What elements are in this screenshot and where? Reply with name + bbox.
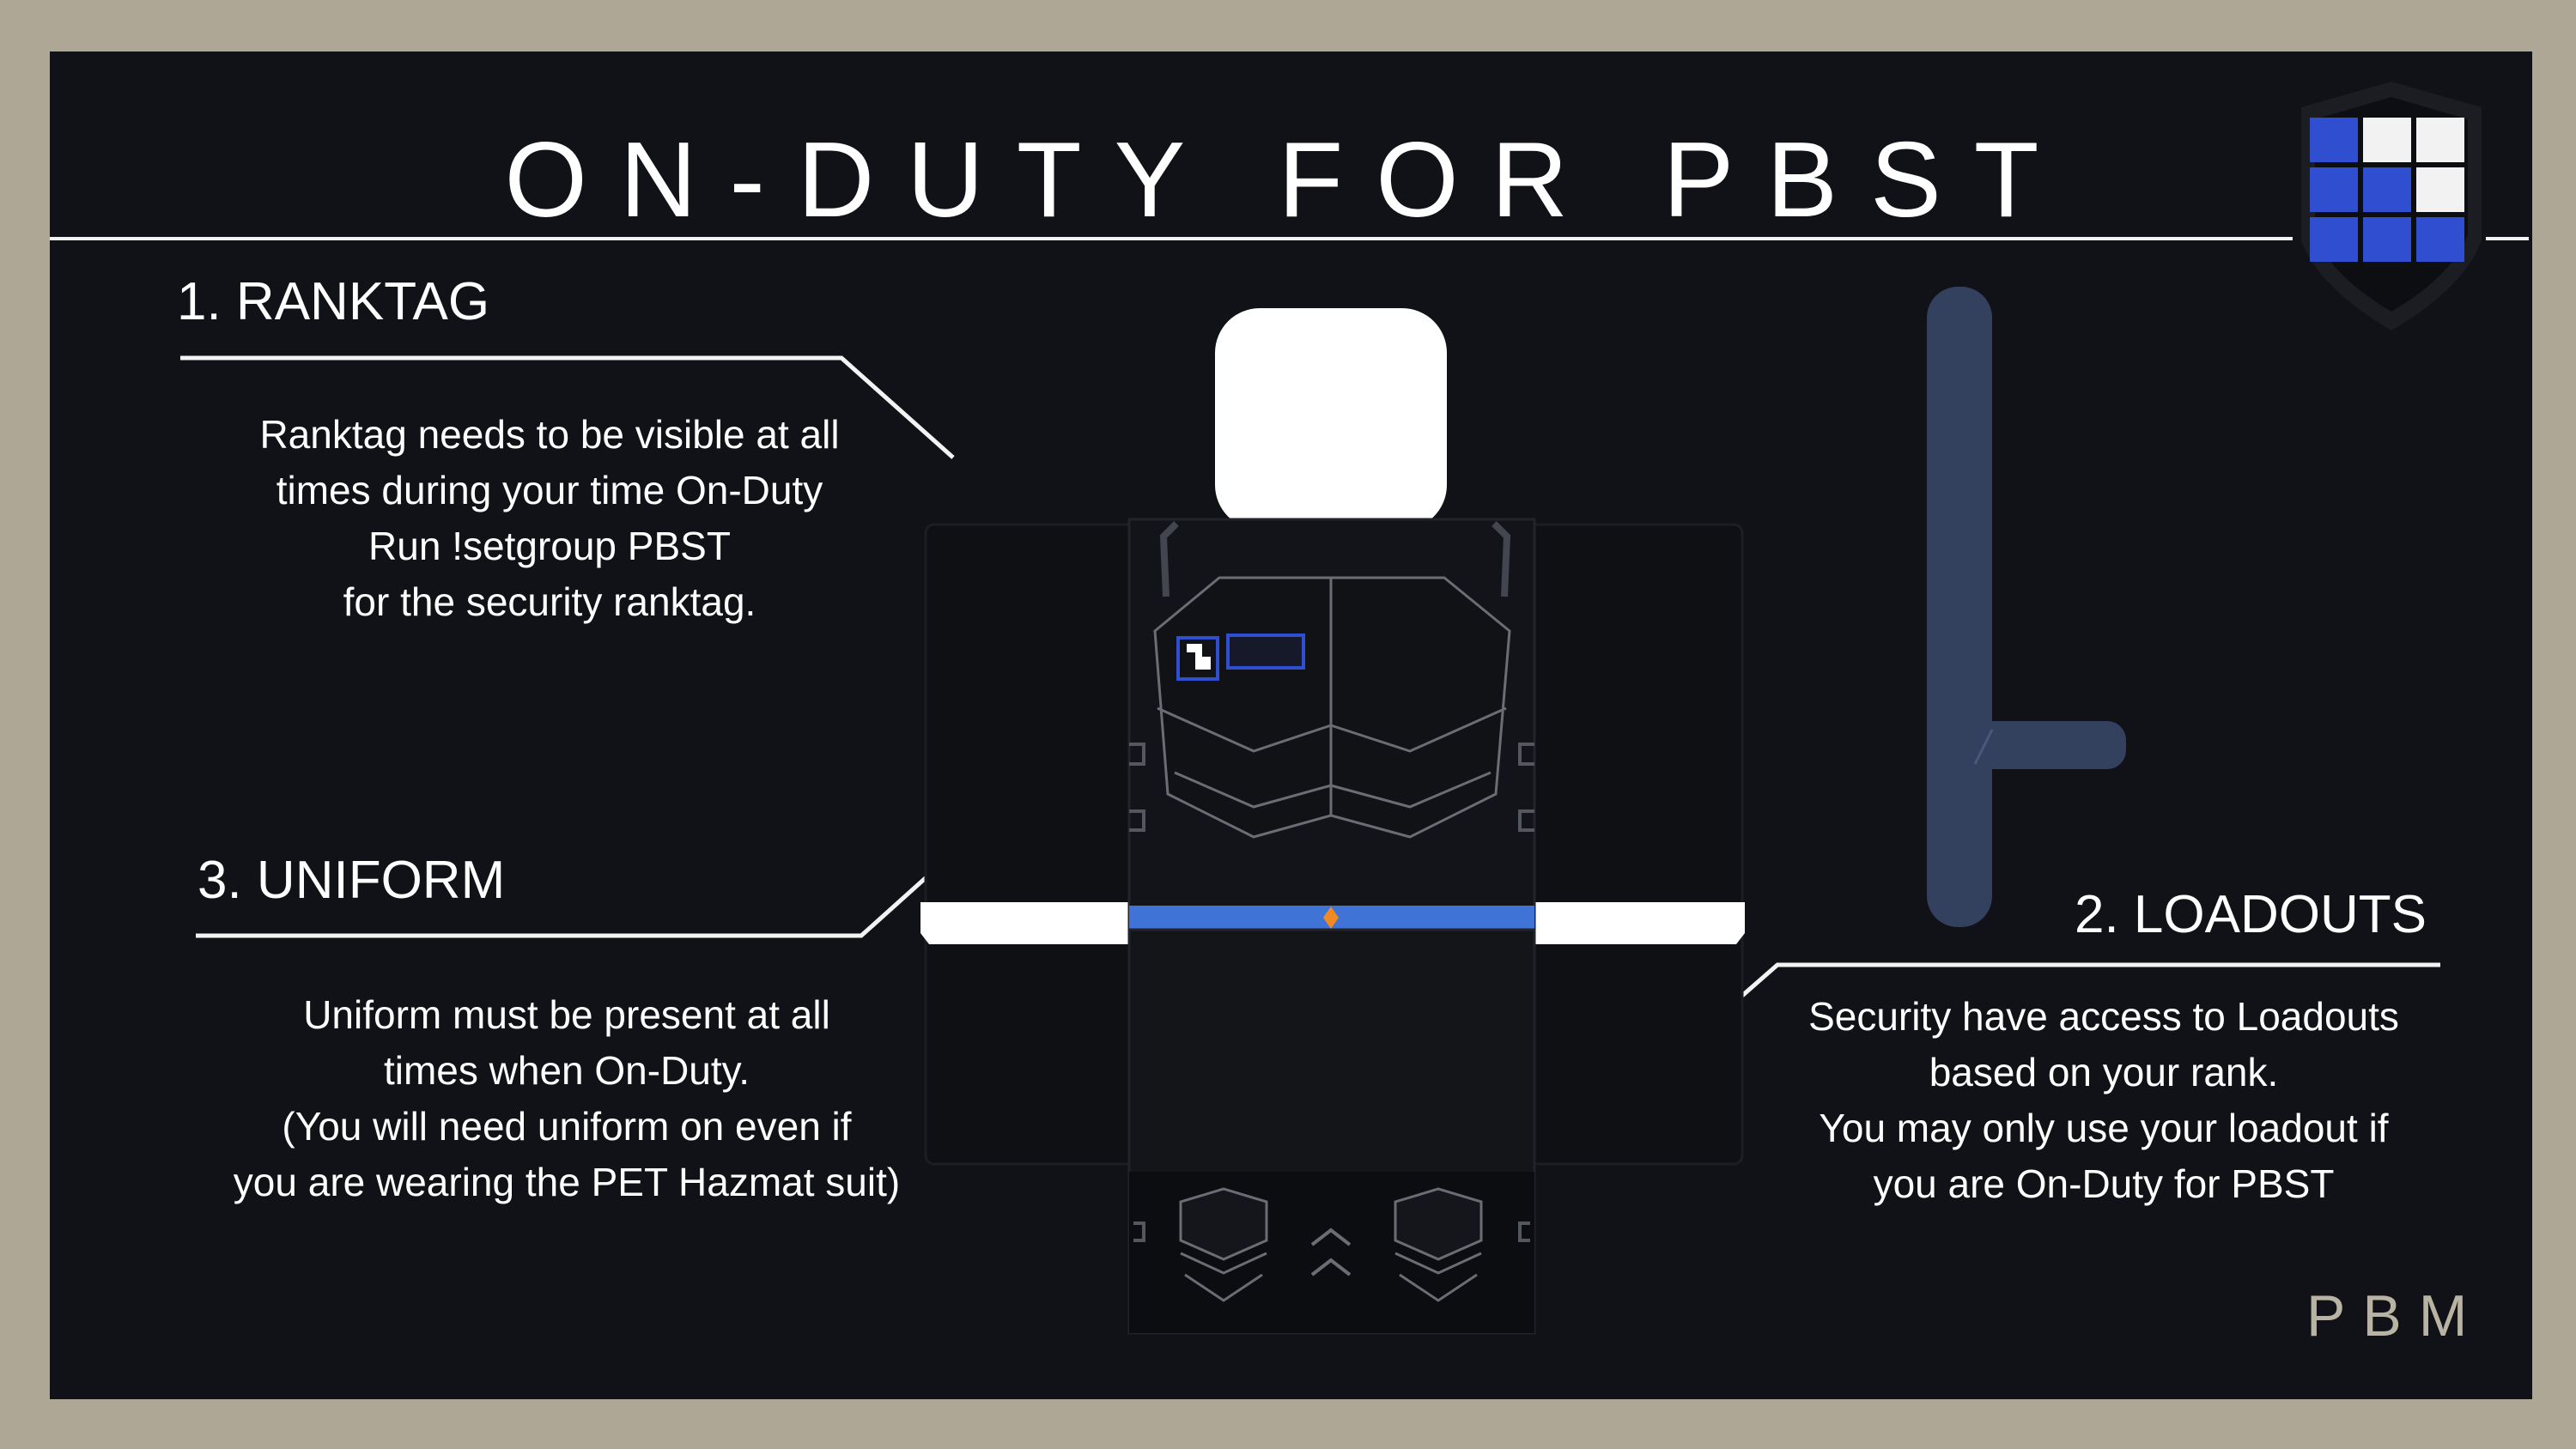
uniform-line: times when On-Duty. (383, 1048, 750, 1093)
figure-left-arm (924, 523, 1138, 1166)
uniform-line: Uniform must be present at all (303, 992, 830, 1037)
section-heading-loadouts: 2. LOADOUTS (2075, 885, 2427, 944)
loadouts-description: Security have access to Loadouts based o… (1752, 989, 2456, 1212)
roblox-security-uniform-figure (920, 308, 1745, 1335)
title-divider (50, 237, 2293, 240)
ranktag-line: times during your time On-Duty (276, 468, 823, 512)
loadouts-line: You may only use your loadout if (1819, 1106, 2389, 1150)
figure-head (1215, 308, 1447, 530)
ranktag-line: Run !setgroup PBST (368, 524, 731, 568)
poster-title: ON-DUTY FOR PBST (504, 121, 2072, 239)
section-heading-ranktag: 1. RANKTAG (177, 272, 490, 331)
pbst-shield-logo (2301, 82, 2482, 330)
loadouts-line: based on your rank. (1929, 1050, 2279, 1094)
loadouts-line: Security have access to Loadouts (1808, 994, 2399, 1039)
ranktag-line: for the security ranktag. (343, 579, 756, 624)
baton-icon (1927, 287, 2126, 927)
figure-right-arm (1528, 523, 1744, 1166)
uniform-line: you are wearing the PET Hazmat suit) (233, 1160, 901, 1204)
ranktag-line: Ranktag needs to be visible at all (259, 412, 840, 457)
pbm-brand-mark: PBM (2306, 1283, 2485, 1349)
section-heading-uniform: 3. UNIFORM (197, 851, 506, 910)
loadouts-line: you are On-Duty for PBST (1873, 1161, 2335, 1206)
ranktag-description: Ranktag needs to be visible at all times… (197, 407, 902, 630)
uniform-description: Uniform must be present at all times whe… (206, 987, 927, 1210)
uniform-line: (You will need uniform on even if (282, 1104, 852, 1149)
title-divider-right (2486, 237, 2529, 240)
